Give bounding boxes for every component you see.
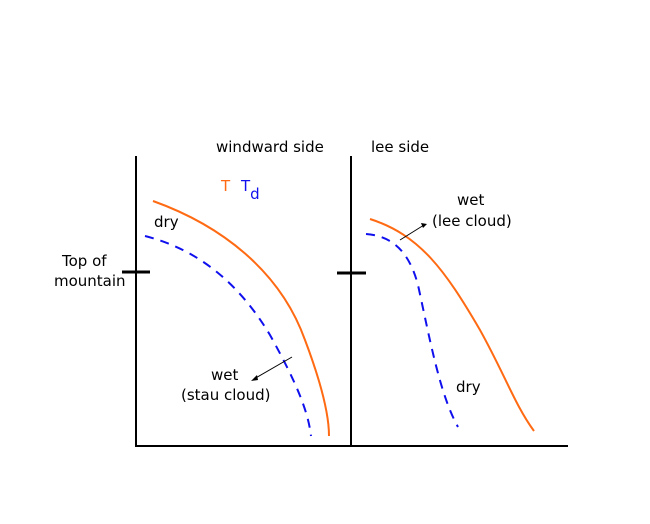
lee-temperature-curve (369, 218, 535, 432)
windward-dry-label: dry (154, 213, 179, 231)
windward-dewpoint-curve (144, 235, 312, 437)
lee-dry-label: dry (456, 378, 481, 396)
lee-dewpoint-curve (365, 233, 459, 428)
windward-wet-label: wet (211, 366, 239, 384)
lee-cloud-label: (lee cloud) (432, 212, 512, 230)
windward-arrowhead (251, 375, 258, 381)
windward-side-label: windward side (216, 138, 324, 156)
lee-arrowhead (421, 223, 427, 228)
top-of-mountain-label-line2: mountain (54, 272, 126, 290)
stau-cloud-label: (stau cloud) (181, 386, 271, 404)
legend-dewpoint-subscript: d (250, 185, 260, 203)
top-of-mountain-label-line1: Top of (62, 252, 107, 270)
windward-arrow (253, 356, 293, 380)
legend-temperature: T (221, 177, 231, 195)
legend-dewpoint: Td (241, 177, 260, 203)
windward-temperature-curve (152, 200, 330, 437)
lee-arrow (399, 224, 425, 241)
legend-dewpoint-symbol: T (241, 177, 251, 195)
lee-wet-label: wet (457, 191, 485, 209)
lee-side-label: lee side (371, 138, 430, 156)
